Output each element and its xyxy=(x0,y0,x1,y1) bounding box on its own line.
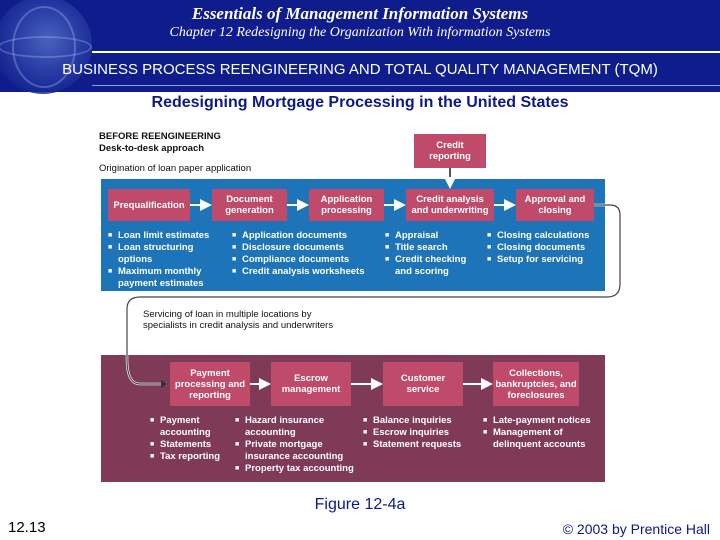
step-label: Document generation xyxy=(225,194,274,216)
globe-logo xyxy=(0,0,92,94)
list-item: Property tax accounting xyxy=(235,463,365,475)
step-credit-analysis: Credit analysis and underwriting xyxy=(406,189,494,221)
list-item: Statements xyxy=(150,439,240,451)
customer-service-list: Balance inquiries Escrow inquiries State… xyxy=(363,415,478,451)
step-label: Collections, bankruptcies, and foreclosu… xyxy=(495,367,577,401)
list-item: Closing documents xyxy=(487,242,602,254)
process-figure: BEFORE REENGINEERING Desk-to-desk approa… xyxy=(95,129,625,486)
list-item: Private mortgage insurance accounting xyxy=(235,439,365,463)
collections-list: Late-payment notices Management of delin… xyxy=(483,415,603,451)
step-label: Application processing xyxy=(320,194,373,216)
slide-number: 12.13 xyxy=(8,519,46,536)
slide-title: Essentials of Management Information Sys… xyxy=(191,4,529,23)
list-item: Application documents xyxy=(232,230,367,242)
payment-processing-list: Payment accounting Statements Tax report… xyxy=(150,415,240,463)
step-label: Payment processing and reporting xyxy=(174,367,246,401)
slide-subtitle: Chapter 12 Redesigning the Organization … xyxy=(169,25,551,40)
step-prequalification: Prequalification xyxy=(108,189,190,221)
flow-arrows xyxy=(125,177,622,390)
list-item: Late-payment notices xyxy=(483,415,603,427)
diagram-title: Redesigning Mortgage Processing in the U… xyxy=(151,94,569,111)
credit-analysis-list: Appraisal Title search Credit checking a… xyxy=(385,230,480,278)
step-document-generation: Document generation xyxy=(212,189,287,221)
list-item: Tax reporting xyxy=(150,451,240,463)
list-item: Loan limit estimates xyxy=(108,230,223,242)
step-label: Approval and closing xyxy=(524,194,586,216)
list-item: Balance inquiries xyxy=(363,415,478,427)
list-item: Disclosure documents xyxy=(232,242,367,254)
list-item: Appraisal xyxy=(385,230,480,242)
list-item: Setup for servicing xyxy=(487,254,602,266)
step-label: Escrow management xyxy=(281,373,341,395)
step-application-processing: Application processing xyxy=(309,189,384,221)
step-label: Prequalification xyxy=(113,199,185,211)
prequalification-list: Loan limit estimates Loan structuring op… xyxy=(108,230,223,290)
step-approval-closing: Approval and closing xyxy=(516,189,594,221)
approach-label: Desk-to-desk approach xyxy=(99,143,205,154)
list-item: Payment accounting xyxy=(150,415,240,439)
step-label: Credit analysis and underwriting xyxy=(411,194,489,216)
list-item: Maximum monthly payment estimates xyxy=(108,266,223,290)
copyright: © 2003 by Prentice Hall xyxy=(562,521,710,537)
step-label: Customer service xyxy=(400,373,446,395)
credit-reporting-box: Credit reporting xyxy=(414,134,486,168)
list-item: Credit checking and scoring xyxy=(385,254,480,278)
list-item: Compliance documents xyxy=(232,254,367,266)
list-item: Title search xyxy=(385,242,480,254)
list-item: Hazard insurance accounting xyxy=(235,415,365,439)
step-customer-service: Customer service xyxy=(383,362,463,406)
step-payment-processing: Payment processing and reporting xyxy=(170,362,250,406)
list-item: Statement requests xyxy=(363,439,478,451)
list-item: Loan structuring options xyxy=(108,242,223,266)
before-heading: BEFORE REENGINEERING xyxy=(99,131,221,142)
list-item: Escrow inquiries xyxy=(363,427,478,439)
section-title: BUSINESS PROCESS REENGINEERING AND TOTAL… xyxy=(62,61,658,78)
list-item: Credit analysis worksheets xyxy=(232,266,367,278)
servicing-label: Servicing of loan in multiple locations … xyxy=(143,309,334,331)
list-item: Closing calculations xyxy=(487,230,602,242)
slide-header xyxy=(0,0,720,92)
origination-label: Origination of loan paper application xyxy=(99,163,252,174)
credit-reporting-label: Credit reporting xyxy=(429,140,471,162)
header-divider-lower xyxy=(92,85,720,86)
list-item: Management of delinquent accounts xyxy=(483,427,603,451)
figure-caption: Figure 12-4a xyxy=(314,496,406,513)
header-divider xyxy=(92,51,720,53)
escrow-management-list: Hazard insurance accounting Private mort… xyxy=(235,415,365,475)
step-collections: Collections, bankruptcies, and foreclosu… xyxy=(493,362,579,406)
step-escrow-management: Escrow management xyxy=(271,362,351,406)
document-generation-list: Application documents Disclosure documen… xyxy=(232,230,367,278)
approval-closing-list: Closing calculations Closing documents S… xyxy=(487,230,602,266)
credit-arrow-line xyxy=(449,168,451,179)
